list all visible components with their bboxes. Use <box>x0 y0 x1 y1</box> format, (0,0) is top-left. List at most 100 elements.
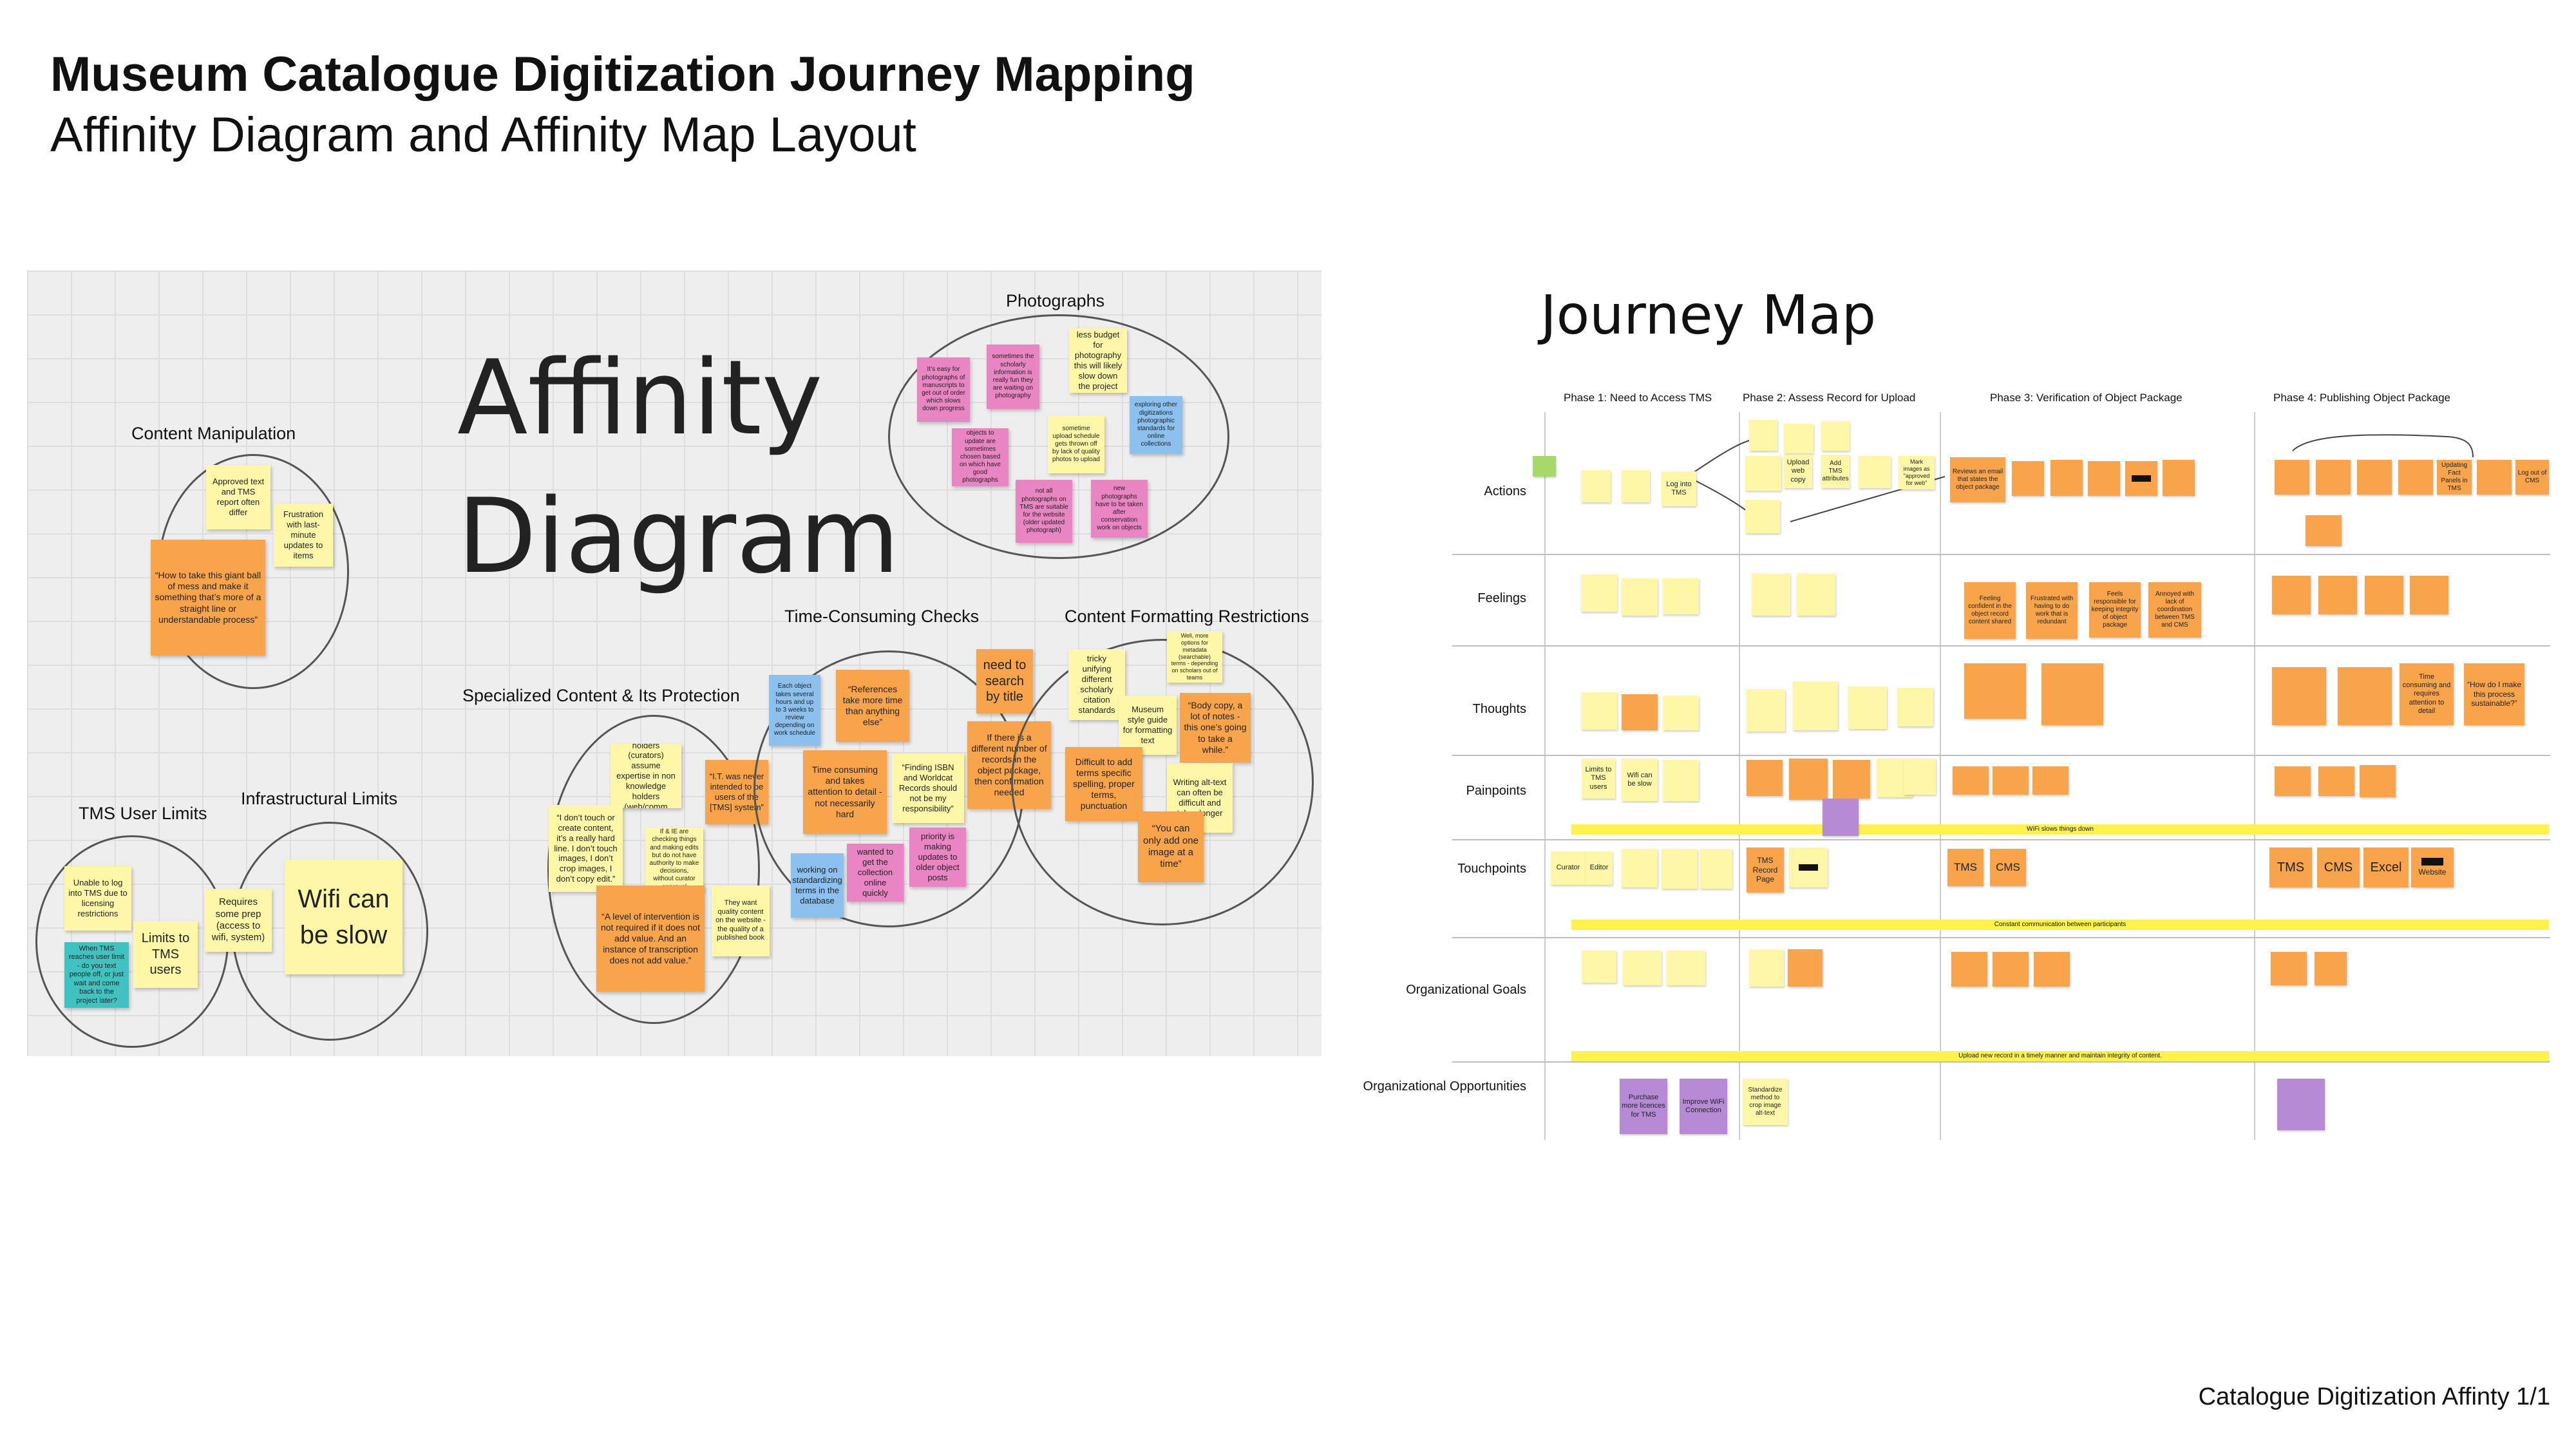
sticky-note[interactable]: objects to update are sometimes chosen b… <box>952 428 1009 486</box>
journey-note[interactable] <box>2050 460 2083 496</box>
journey-note[interactable] <box>1964 663 2026 719</box>
sticky-note[interactable]: Approved text and TMS report often diffe… <box>206 465 270 529</box>
journey-note[interactable] <box>2357 460 2392 495</box>
sticky-note[interactable]: Wifi can be slow <box>285 860 402 974</box>
journey-note[interactable] <box>1749 949 1784 987</box>
sticky-note[interactable]: “I don’t touch or create content, it’s a… <box>549 805 623 892</box>
sticky-note[interactable]: less budget for photography this will li… <box>1069 328 1127 393</box>
journey-note[interactable] <box>2398 460 2433 495</box>
journey-note[interactable] <box>2275 460 2309 495</box>
journey-note[interactable] <box>1904 759 1936 795</box>
journey-note[interactable] <box>2272 576 2311 614</box>
journey-note-cms-phase4[interactable]: CMS <box>2317 848 2360 887</box>
journey-note[interactable] <box>1745 500 1780 533</box>
journey-note-editor[interactable]: Editor <box>1586 851 1613 885</box>
journey-note[interactable] <box>1951 952 1987 987</box>
sticky-note[interactable]: Museum style guide for formatting text <box>1119 696 1177 755</box>
journey-note-updating-fact-panels[interactable]: Updating Fact Panels in TMS <box>2437 460 2472 495</box>
journey-note[interactable] <box>1993 766 2029 795</box>
journey-note[interactable] <box>2125 461 2157 496</box>
journey-note[interactable] <box>2316 460 2351 495</box>
journey-note-cms[interactable]: CMS <box>1990 849 2026 886</box>
journey-note[interactable] <box>1823 799 1859 836</box>
journey-note[interactable] <box>2338 667 2392 725</box>
journey-note-standardize-crop[interactable]: Standardize method to crop image alt-tex… <box>1743 1079 1788 1125</box>
sticky-note[interactable]: “You can only add one image at a time” <box>1138 811 1204 882</box>
journey-note-wifi-slow[interactable]: Wifi can be slow <box>1622 759 1658 801</box>
journey-note-tms-phase4[interactable]: TMS <box>2269 848 2312 887</box>
journey-note[interactable] <box>1663 578 1699 614</box>
journey-note[interactable] <box>1622 578 1658 616</box>
journey-note[interactable] <box>1784 424 1814 453</box>
journey-note[interactable] <box>2012 461 2044 496</box>
sticky-note[interactable]: not all photographs on TMS are suitable … <box>1016 480 1072 543</box>
journey-note[interactable] <box>1663 760 1699 801</box>
journey-note[interactable] <box>2163 460 2195 496</box>
journey-note[interactable] <box>2272 667 2326 725</box>
journey-note[interactable] <box>2477 460 2512 495</box>
sticky-note[interactable]: When TMS reaches user limit - do you tex… <box>64 942 129 1008</box>
journey-note-frustrated-redundant[interactable]: Frustrated with having to do work that i… <box>2026 582 2078 639</box>
journey-note[interactable] <box>1833 760 1870 799</box>
journey-note[interactable] <box>1749 420 1777 451</box>
journey-note[interactable] <box>1622 849 1658 887</box>
journey-note[interactable] <box>2410 576 2448 614</box>
sticky-note[interactable]: sometime upload schedule gets thrown off… <box>1048 415 1104 473</box>
journey-note[interactable] <box>1622 694 1658 730</box>
journey-note[interactable] <box>1953 766 1989 795</box>
journey-note[interactable] <box>1788 949 1823 987</box>
journey-note[interactable] <box>1797 573 1835 616</box>
journey-note[interactable] <box>2034 952 2070 987</box>
sticky-note[interactable]: need to search by title <box>976 649 1033 714</box>
journey-note-excel[interactable]: Excel <box>2363 848 2409 887</box>
sticky-note[interactable]: new photographs have to be taken after c… <box>1091 480 1148 538</box>
journey-note[interactable] <box>1747 689 1785 732</box>
journey-note[interactable] <box>1789 848 1828 887</box>
journey-note[interactable] <box>1662 849 1698 889</box>
sticky-note[interactable]: Requires some prep (access to wifi, syst… <box>205 889 272 952</box>
journey-note[interactable] <box>1622 470 1650 502</box>
journey-note-website[interactable]: Website <box>2411 848 2454 887</box>
journey-note-reviews-email[interactable]: Reviews an email that states the object … <box>1950 457 2005 502</box>
sticky-note[interactable]: tricky unifying different scholarly cita… <box>1068 649 1125 720</box>
journey-note[interactable] <box>2306 515 2342 546</box>
journey-note[interactable] <box>2041 663 2103 725</box>
sticky-note[interactable]: Knowledge holders (curators) assume expe… <box>611 744 681 808</box>
sticky-note[interactable]: Limits to TMS users <box>133 921 198 988</box>
journey-note[interactable] <box>2360 765 2396 797</box>
sticky-note[interactable]: “A level of intervention is not required… <box>596 886 705 992</box>
sticky-note[interactable]: working on standardizing terms in the da… <box>791 853 844 918</box>
sticky-note[interactable]: Frustration with last-minute updates to … <box>274 504 333 567</box>
sticky-note[interactable]: wanted to get the collection online quic… <box>847 844 904 902</box>
journey-note[interactable] <box>2277 1079 2325 1130</box>
journey-note[interactable] <box>1793 681 1838 730</box>
sticky-note[interactable]: “References take more time than anything… <box>836 670 909 742</box>
sticky-note[interactable]: If & IE are checking things and making e… <box>645 828 703 892</box>
journey-note[interactable] <box>1897 688 1933 726</box>
journey-note[interactable] <box>1745 456 1781 491</box>
sticky-note[interactable]: “Finding ISBN and Worldcat Records shoul… <box>892 753 964 823</box>
journey-note-tms-record-page[interactable]: TMS Record Page <box>1747 848 1784 893</box>
journey-note[interactable] <box>2271 952 2307 985</box>
journey-note-annoyed-coordination[interactable]: Annoyed with lack of coordination betwee… <box>2148 582 2201 638</box>
sticky-note[interactable]: “How to take this giant ball of mess and… <box>151 540 265 656</box>
journey-note[interactable] <box>2275 766 2311 796</box>
sticky-note[interactable]: exploring other digitizations photograph… <box>1130 396 1182 454</box>
journey-note[interactable] <box>1581 470 1611 502</box>
journey-note[interactable] <box>1752 573 1790 616</box>
journey-note-add-tms-attributes[interactable]: Add TMS attributes <box>1821 455 1850 488</box>
journey-note[interactable] <box>1582 951 1616 983</box>
journey-note[interactable] <box>2315 952 2347 985</box>
journey-note-limits-tms[interactable]: Limits to TMS users <box>1582 759 1615 799</box>
journey-note-sustainable[interactable]: “How do I make this process sustainable?… <box>2464 663 2524 725</box>
journey-note[interactable] <box>1663 696 1699 730</box>
journey-note[interactable] <box>2365 576 2403 614</box>
journey-note[interactable] <box>2088 461 2120 496</box>
journey-note-mark-images[interactable]: Mark images as "approved for web" <box>1899 456 1935 489</box>
sticky-note[interactable]: They want quality content on the website… <box>712 886 770 956</box>
journey-note-feels-responsible[interactable]: Feels responsible for keeping integrity … <box>2089 582 2141 638</box>
sticky-note[interactable]: sometimes the scholarly information is r… <box>987 345 1039 409</box>
journey-note[interactable] <box>1747 760 1783 796</box>
journey-note[interactable] <box>1581 692 1617 730</box>
sticky-note[interactable]: “I.T. was never intended to be users of … <box>705 760 768 824</box>
